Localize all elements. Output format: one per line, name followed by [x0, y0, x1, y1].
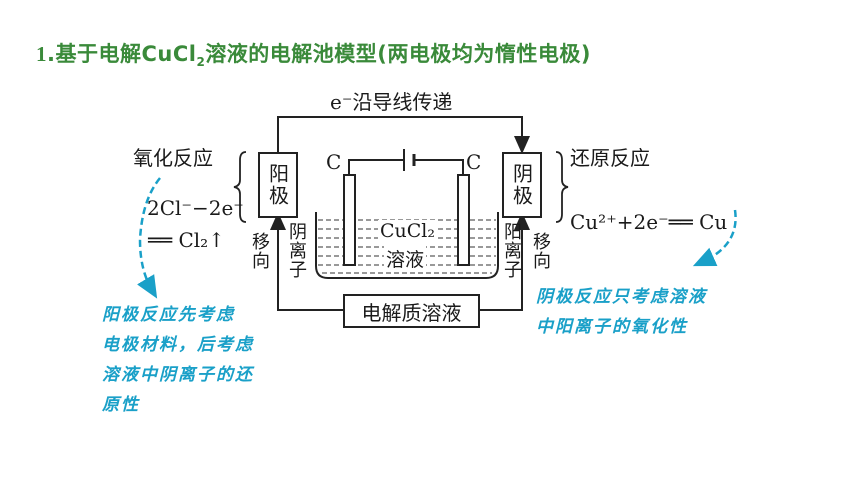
- battery-wire-left: [348, 159, 404, 175]
- left-electrode-label: C: [326, 150, 342, 174]
- electrolyte-label: 电解质溶液: [361, 300, 462, 325]
- top-wire-label: e⁻沿导线传递: [330, 90, 453, 114]
- title-number: 1: [36, 42, 47, 66]
- left-migrate-label: 移向: [249, 232, 270, 270]
- anion-label: 阴离子: [286, 222, 307, 279]
- beaker: [315, 212, 499, 279]
- left-note-line: 阳极反应先考虑: [102, 305, 235, 325]
- left-note-line: 溶液中阴离子的还: [102, 365, 254, 385]
- anode-equation-line1: 2Cl⁻−2e⁻: [147, 196, 244, 220]
- left-brace: [233, 151, 247, 223]
- right-migrate-label: 移向: [530, 232, 551, 270]
- left-note: 阳极反应先考虑 电极材料，后考虑 溶液中阴离子的还 原性: [102, 300, 254, 420]
- cation-label: 阳离子: [501, 222, 522, 279]
- right-electrode-label: C: [466, 150, 482, 174]
- top-wire: [277, 116, 530, 154]
- cathode-label: 阴极: [509, 163, 534, 207]
- left-bottom-wire: [270, 212, 343, 311]
- anode-equation-line2: ══ Cl₂↑: [148, 228, 225, 252]
- title-subscript: 2: [196, 55, 206, 70]
- electrolyte-box: 电解质溶液: [343, 294, 480, 328]
- solution-formula: CuCl₂: [378, 220, 438, 242]
- right-note-line: 中阳离子的氧化性: [536, 317, 688, 337]
- left-note-arrow: [136, 177, 161, 299]
- solution-name: 溶液: [384, 245, 427, 272]
- left-note-line: 原性: [102, 395, 140, 415]
- left-electrode: [343, 174, 356, 266]
- cathode-box: 阴极: [502, 152, 542, 218]
- cathode-equation: Cu²⁺+2e⁻══ Cu: [570, 210, 728, 234]
- right-note: 阴极反应只考虑溶液 中阳离子的氧化性: [536, 282, 707, 342]
- left-note-line: 电极材料，后考虑: [102, 335, 254, 355]
- title-text-after: 溶液的电解池模型(两电极均为惰性电极): [205, 42, 592, 66]
- title-text-before: .基于电解CuCl: [47, 42, 197, 66]
- right-bottom-wire: [480, 212, 530, 311]
- right-brace: [555, 151, 569, 223]
- right-electrode: [457, 174, 470, 266]
- reduction-reaction-title: 还原反应: [570, 146, 650, 170]
- oxidation-reaction-title: 氧化反应: [133, 146, 213, 170]
- battery-wire-right: [414, 159, 464, 175]
- right-note-line: 阴极反应只考虑溶液: [536, 287, 707, 307]
- page-title: 1.基于电解CuCl2溶液的电解池模型(两电极均为惰性电极): [36, 38, 591, 69]
- right-note-arrow: [692, 209, 737, 267]
- anode-label: 阳极: [265, 163, 290, 207]
- anode-box: 阳极: [258, 152, 298, 218]
